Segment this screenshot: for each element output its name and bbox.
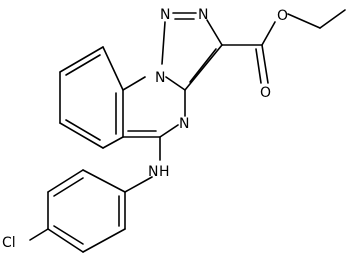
bond: [261, 21, 276, 46]
benzo-ring: [59, 46, 124, 149]
atom-label-o-carbonyl: O: [260, 85, 271, 101]
bond-double: [189, 48, 217, 83]
amine-link: [124, 176, 153, 193]
pyrimidine-ring: [122, 76, 186, 161]
bond: [29, 228, 49, 241]
bond-inner: [65, 54, 101, 76]
bond: [82, 169, 126, 193]
atom-label-cl: Cl: [2, 235, 16, 251]
bond: [165, 76, 186, 91]
bond: [161, 21, 166, 65]
triazole-ring: [161, 12, 223, 91]
ester-group: [221, 9, 346, 84]
bond-inner: [53, 225, 84, 245]
bond-inner: [53, 177, 84, 197]
chlorophenyl-ring: [29, 169, 126, 253]
bond: [124, 176, 153, 193]
atom-label-h-amine: H: [159, 164, 170, 180]
bond: [122, 76, 146, 91]
bond: [287, 13, 321, 29]
bond: [159, 124, 179, 138]
atom-labels: N N N N O O N H Cl: [2, 7, 288, 251]
atom-label-n-ring: N: [179, 116, 189, 132]
bond-inner: [65, 119, 101, 141]
bond: [206, 19, 223, 46]
bond: [319, 9, 346, 29]
atom-label-n-bridge: N: [155, 70, 165, 86]
bond-double: [255, 48, 262, 84]
bond: [47, 228, 84, 253]
atom-label-n-triazole-mid: N: [198, 7, 208, 23]
bond: [102, 136, 124, 149]
atom-label-n-amine: N: [148, 164, 158, 180]
atom-label-o-ester: O: [277, 8, 288, 24]
bond: [82, 228, 126, 253]
bond: [59, 122, 104, 149]
atom-label-n-triazole-left: N: [160, 7, 170, 23]
bond: [47, 169, 84, 193]
bond: [184, 44, 223, 91]
bond: [261, 44, 269, 84]
bond: [59, 46, 104, 73]
bond: [102, 46, 124, 91]
